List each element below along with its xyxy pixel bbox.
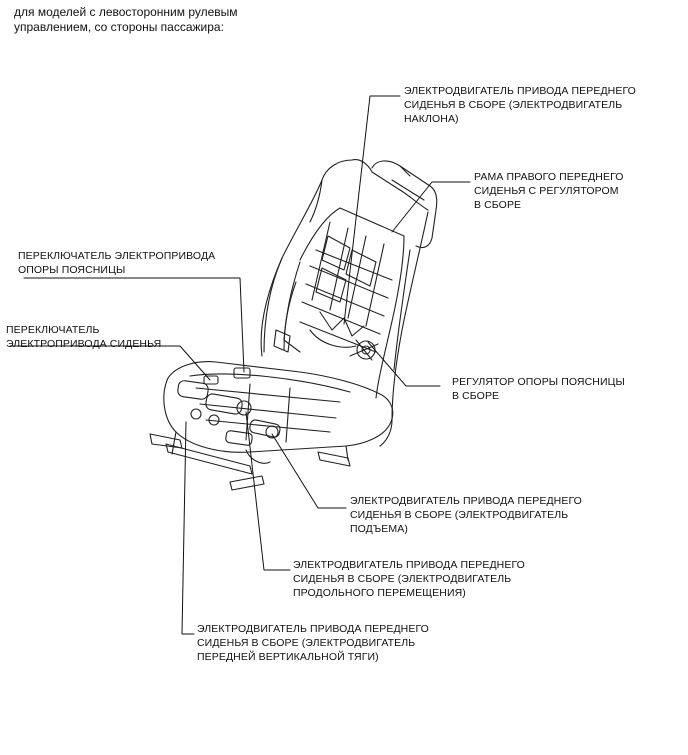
label-line: СИДЕНЬЯ В СБОРЕ (ЭЛЕКТРОДВИГАТЕЛЬ — [293, 573, 512, 585]
label-slide-motor: ЭЛЕКТРОДВИГАТЕЛЬ ПРИВОДА ПЕРЕДНЕГО СИДЕН… — [293, 558, 525, 600]
label-line: В СБОРЕ — [474, 199, 522, 211]
label-line: РЕГУЛЯТОР ОПОРЫ ПОЯСНИЦЫ — [452, 376, 625, 388]
label-line: ПОДЪЕМА) — [350, 523, 408, 535]
label-lumbar-adjuster: РЕГУЛЯТОР ОПОРЫ ПОЯСНИЦЫ В СБОРЕ — [452, 375, 625, 403]
label-line: ПЕРЕКЛЮЧАТЕЛЬ — [6, 324, 100, 336]
label-line: СИДЕНЬЯ В СБОРЕ (ЭЛЕКТРОДВИГАТЕЛЬ — [350, 509, 569, 521]
seat-back-illustration — [260, 159, 438, 447]
leader-lines — [9, 95, 471, 635]
label-seat-switch: ПЕРЕКЛЮЧАТЕЛЬ ЭЛЕКТРОПРИВОДА СИДЕНЬЯ — [6, 323, 161, 351]
label-line: СИДЕНЬЯ С РЕГУЛЯТОРОМ — [474, 185, 619, 197]
label-line: ОПОРЫ ПОЯСНИЦЫ — [18, 264, 126, 276]
seat-cushion-illustration — [149, 361, 394, 491]
diagram-caption: для моделей с левосторонним рулевым упра… — [14, 5, 334, 35]
label-front-vertical-motor: ЭЛЕКТРОДВИГАТЕЛЬ ПРИВОДА ПЕРЕДНЕГО СИДЕН… — [197, 622, 429, 664]
label-frame-adjuster: РАМА ПРАВОГО ПЕРЕДНЕГО СИДЕНЬЯ С РЕГУЛЯТ… — [474, 170, 624, 212]
caption-line-1: для моделей с левосторонним рулевым — [14, 5, 238, 19]
label-line: ЭЛЕКТРОПРИВОДА СИДЕНЬЯ — [6, 338, 162, 350]
label-line: СИДЕНЬЯ В СБОРЕ (ЭЛЕКТРОДВИГАТЕЛЬ — [404, 99, 623, 111]
label-line: ЭЛЕКТРОДВИГАТЕЛЬ ПРИВОДА ПЕРЕДНЕГО — [293, 559, 525, 571]
label-line: ЭЛЕКТРОДВИГАТЕЛЬ ПРИВОДА ПЕРЕДНЕГО — [350, 495, 582, 507]
label-line: ПЕРЕДНЕЙ ВЕРТИКАЛЬНОЙ ТЯГИ) — [197, 651, 379, 663]
label-line: ПЕРЕКЛЮЧАТЕЛЬ ЭЛЕКТРОПРИВОДА — [18, 250, 216, 262]
label-line: ПРОДОЛЬНОГО ПЕРЕМЕЩЕНИЯ) — [293, 587, 466, 599]
label-line: ЭЛЕКТРОДВИГАТЕЛЬ ПРИВОДА ПЕРЕДНЕГО — [404, 85, 636, 97]
label-line: В СБОРЕ — [452, 390, 500, 402]
label-line: СИДЕНЬЯ В СБОРЕ (ЭЛЕКТРОДВИГАТЕЛЬ — [197, 637, 416, 649]
label-recline-motor: ЭЛЕКТРОДВИГАТЕЛЬ ПРИВОДА ПЕРЕДНЕГО СИДЕН… — [404, 84, 636, 126]
caption-line-2: управлением, со стороны пассажира: — [14, 20, 224, 34]
label-line: НАКЛОНА) — [404, 113, 459, 125]
label-line: ЭЛЕКТРОДВИГАТЕЛЬ ПРИВОДА ПЕРЕДНЕГО — [197, 623, 429, 635]
label-lumbar-switch: ПЕРЕКЛЮЧАТЕЛЬ ЭЛЕКТРОПРИВОДА ОПОРЫ ПОЯСН… — [18, 249, 215, 277]
label-lifter-motor: ЭЛЕКТРОДВИГАТЕЛЬ ПРИВОДА ПЕРЕДНЕГО СИДЕН… — [350, 494, 582, 536]
label-line: РАМА ПРАВОГО ПЕРЕДНЕГО — [474, 171, 624, 183]
